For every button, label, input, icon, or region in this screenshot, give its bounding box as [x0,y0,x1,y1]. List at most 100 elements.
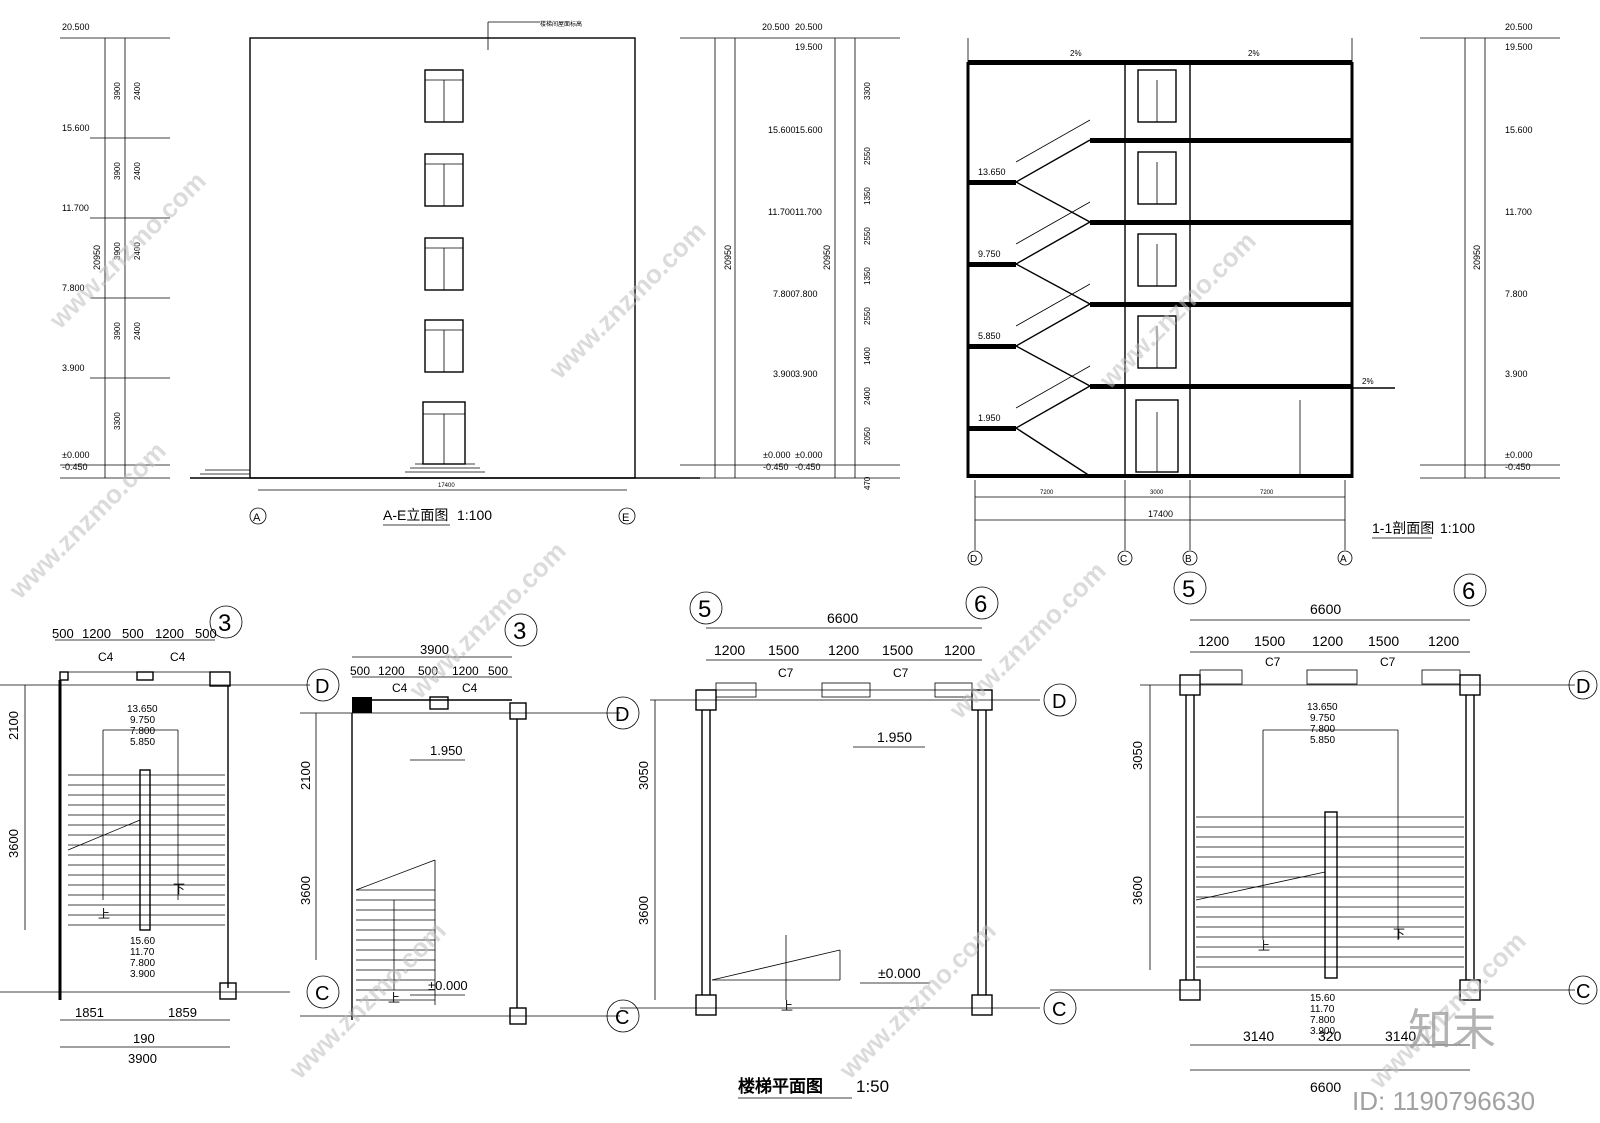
bottom-dim: 3140 [1385,1028,1416,1044]
bottom-dim: 1851 [75,1005,104,1020]
level-label: 19.500 [795,42,823,52]
axis-label-D: D [315,676,329,698]
side-dim: 3600 [6,829,21,858]
window-tag: C4 [392,681,408,695]
level-label: 11.700 [62,203,89,213]
level-label: 3.900 [62,363,85,373]
segment-dim: 1400 [863,347,872,365]
segment-dim: 2050 [863,427,872,445]
section-door [1135,399,1179,473]
stair-plan-2: 3900 500 1200 500 1200 500 C4 C4 3 D C [298,613,640,1033]
stair-plan-4: 5 6 6600 1200 1500 1200 1500 1200 C7 C7 … [1050,571,1598,1095]
watermark: www.znzmo.com [542,216,711,385]
axis-label-C: C [1052,999,1066,1021]
window-tag: C4 [170,650,186,664]
window-tag: C7 [1380,655,1396,669]
window [424,153,464,207]
watermark: www.znzmo.com [832,916,1001,1085]
axis-label-A: A [1340,554,1347,565]
window-tag: C7 [1265,655,1281,669]
level-mark: 1.950 [430,743,463,758]
window-tag: C4 [98,650,114,664]
plan-dim: 500 [350,664,370,678]
landing-level: 7.800 [130,726,155,737]
level-label: 15.600 [1505,125,1533,135]
axis-bubble-D [1043,683,1077,717]
watermark: www.znzmo.com [402,536,571,705]
level-label: ±0.000 [763,450,790,460]
axis-bubble-6 [1453,573,1487,607]
plan-dim: 1200 [378,664,405,678]
level-label: 7.800 [795,289,818,299]
plan-dim: 1500 [1368,633,1399,649]
plans-title: 楼梯平面图 [738,1076,823,1096]
level-label: 20.500 [795,22,823,32]
floor-level: 15.60 [130,936,155,947]
elevation-note: 楼梯间屋面标高 [540,20,582,28]
axis-bubble-A [249,507,267,525]
landing-level: 1.950 [978,413,1001,423]
side-dim: 3600 [636,896,651,925]
axis-label-C: C [315,983,329,1005]
down-label: 下 [1393,927,1405,941]
image-id: ID: 1190796630 [1352,1086,1535,1116]
axis-label-D: D [970,554,977,565]
side-dim: 3600 [298,876,313,905]
axis-bubble-3 [504,613,538,647]
plans-scale: 1:50 [856,1077,889,1096]
section-title: 1-1剖面图 [1372,520,1434,536]
axis-bubble-5 [1173,571,1207,605]
axis-bubble-D [306,668,340,702]
axis-bubble-6 [965,586,999,620]
level-label: 20.500 [762,22,790,32]
plan-dim: 1200 [452,664,479,678]
window-tag: C7 [893,666,909,680]
slope-label: 2% [1362,377,1374,386]
plan-dim: 1200 [82,626,111,641]
level-label: 11.700 [795,207,822,217]
segment-dim: 2400 [133,322,142,340]
segment-dim: 2550 [863,147,872,165]
up-label: 上 [781,999,793,1013]
plan-dim: 1200 [828,642,859,658]
bottom-total: 6600 [1310,1079,1341,1095]
floor-height-dim: 3900 [113,162,122,180]
floor-level: 11.70 [130,947,155,958]
axis-label-6: 6 [974,591,987,618]
stair-treads [68,774,225,926]
landing-level: 13.650 [127,704,158,715]
total-height-dim: 20950 [822,245,832,270]
landing-level: 9.750 [1310,713,1335,724]
axis-bubble-E [618,507,636,525]
landing-level: 9.750 [978,249,1001,259]
plan-dim: 1200 [944,642,975,658]
plan-dim: 500 [52,626,74,641]
axis-label-D: D [1052,691,1066,713]
side-dim: 3050 [1130,741,1145,770]
level-ruler-right: 20.500 19.500 15.600 11.700 7.800 3.900 … [1420,22,1560,479]
window-tag: C7 [778,666,794,680]
plan-dim: 1200 [1198,633,1229,649]
window [424,69,464,123]
segment-dim: 470 [863,476,872,490]
up-label: 上 [1258,939,1270,953]
level-label: 15.600 [795,125,823,135]
level-mark: ±0.000 [878,965,921,981]
axis-label-5: 5 [1182,576,1195,603]
section-dim: 7200 [1040,490,1054,496]
axis-bubble-D [967,550,983,566]
section-window [1137,69,1177,123]
axis-bubble-C [306,975,340,1009]
elevation-total-dim: 17400 [438,483,455,489]
level-label: 3.900 [773,369,796,379]
window [424,237,464,291]
section-total-dim: 17400 [1148,509,1173,519]
level-label: 20.500 [62,22,90,32]
axis-label-3: 3 [218,610,231,637]
plan-total-dim: 3900 [420,642,449,657]
bottom-total: 3900 [128,1051,157,1066]
landing-level: 13.650 [1307,702,1338,713]
segment-dim: 1350 [863,267,872,285]
axis-label-A: A [253,512,261,524]
segment-dim: 3300 [863,82,872,100]
